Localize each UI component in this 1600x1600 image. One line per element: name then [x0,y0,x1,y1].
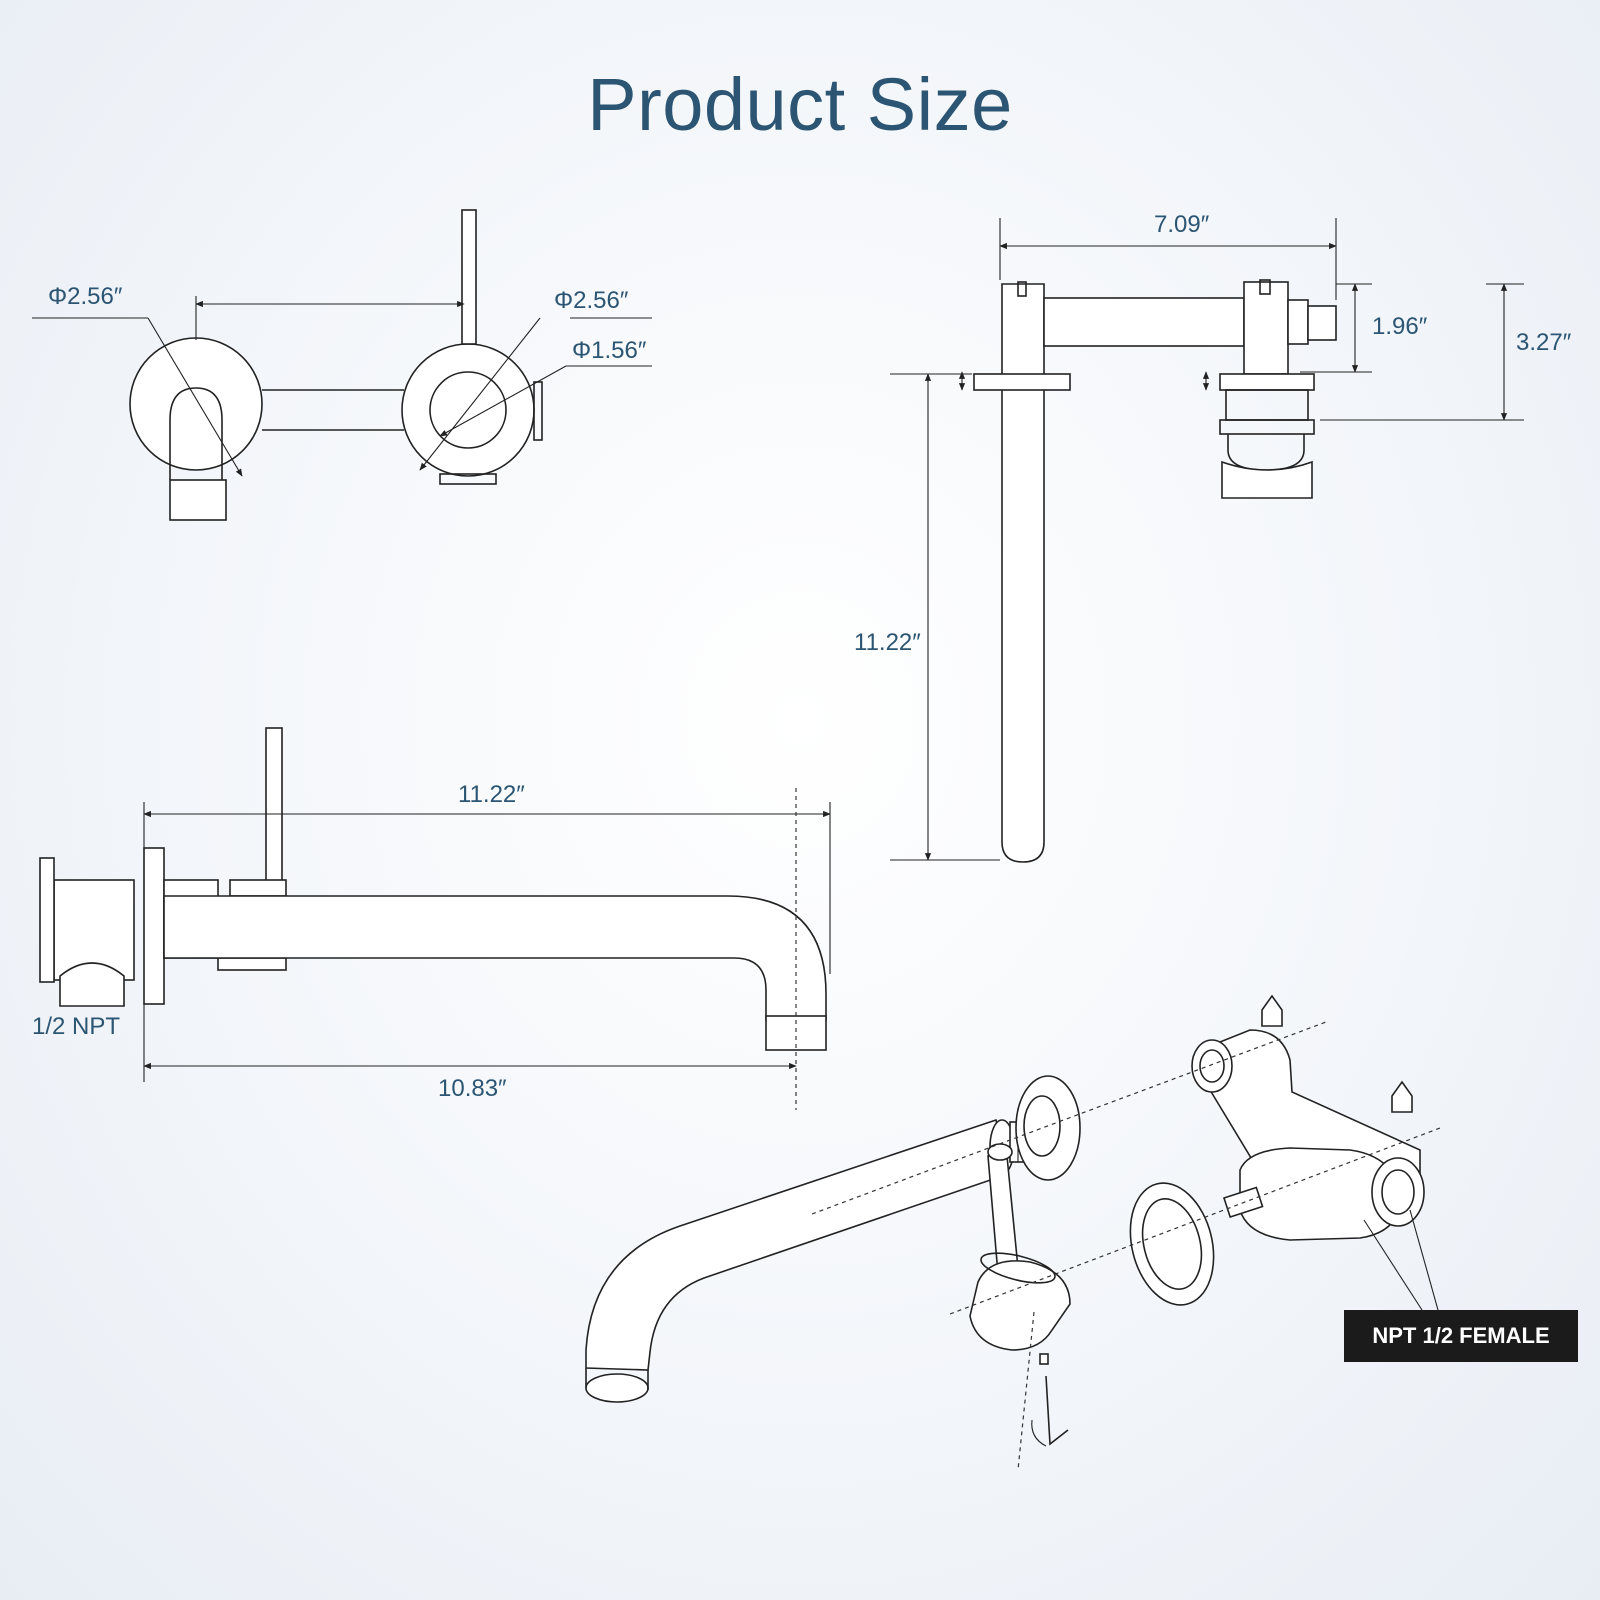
dim-inner-diameter: Φ1.56″ [572,337,647,364]
dim-side-vertical-length: 11.22″ [854,629,921,656]
npt-female-badge: NPT 1/2 FEMALE [1344,1310,1578,1362]
dim-side-width: 7.09″ [1154,211,1210,238]
dim-side-height-small: 1.96″ [1372,313,1428,340]
dim-side-height-large: 3.27″ [1516,329,1572,356]
page-title: Product Size [587,63,1013,146]
dim-front-length-bottom: 10.83″ [438,1075,507,1102]
dim-left-diameter: Φ2.56″ [48,283,123,310]
dim-right-diameter: Φ2.56″ [554,287,629,314]
exploded-view [585,994,1441,1471]
npt-label: 1/2 NPT [32,1013,120,1040]
side-view: 7.09″ 1.96″ 3.27″ 11.22″ [854,211,1572,863]
front-view: 11.22″ 10.83″ 1/2 NPT [32,727,831,1110]
dim-front-length-top: 11.22″ [458,781,525,808]
top-view: Φ2.56″ Φ2.56″ Φ1.56″ [32,209,652,521]
